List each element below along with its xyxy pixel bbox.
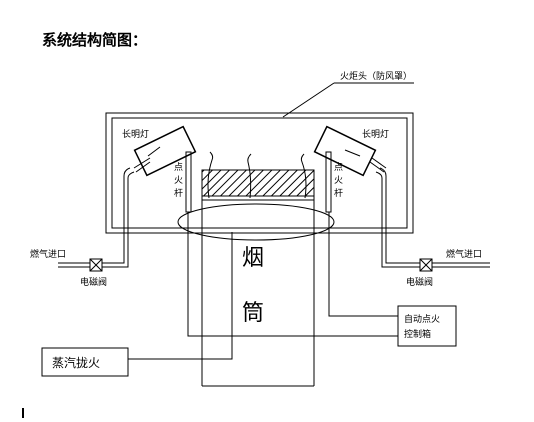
chimney-label-bottom: 筒 — [242, 301, 264, 326]
auto-ignition-control-box: 自动点火 控制箱 — [397, 305, 457, 347]
steam-ignition-label: 蒸汽拢火 — [52, 355, 100, 370]
svg-text:杆: 杆 — [334, 187, 343, 199]
burner-hatched-block — [201, 169, 315, 197]
flame-lines — [207, 151, 307, 199]
svg-text:点: 点 — [334, 162, 343, 173]
solenoid-valve-right-label: 电磁阀 — [406, 276, 433, 288]
steam-ignition-box: 蒸汽拢火 — [41, 347, 129, 377]
svg-text:点: 点 — [174, 162, 183, 173]
torch-head-label-group: 火炬头（防风罩） — [282, 70, 414, 118]
pilot-light-left: 长明灯 — [122, 125, 197, 177]
svg-text:火: 火 — [174, 175, 183, 186]
gas-pipe-right — [375, 167, 490, 268]
svg-text:火: 火 — [334, 175, 343, 186]
diagram-title: 系统结构简图： — [42, 31, 147, 49]
solenoid-valve-left — [89, 258, 103, 272]
pilot-light-right: 长明灯 — [313, 125, 389, 177]
gas-inlet-left-label: 燃气进口 — [30, 248, 66, 260]
ignition-ring — [177, 203, 335, 241]
torch-head-box — [105, 112, 414, 234]
solenoid-valve-left-label: 电磁阀 — [80, 276, 107, 288]
auto-ignition-label-line1: 自动点火 — [404, 313, 440, 325]
igniter-right-label: 点 火 杆 — [334, 162, 343, 199]
chimney — [201, 196, 315, 387]
igniter-rod-right — [325, 151, 332, 213]
torch-head-label: 火炬头（防风罩） — [340, 70, 412, 82]
igniter-rod-left — [185, 151, 192, 213]
chimney-label-top: 烟 — [242, 246, 264, 271]
control-wiring — [187, 212, 398, 337]
cursor-mark — [22, 408, 24, 418]
gas-pipe-left — [58, 167, 135, 268]
igniter-left-label: 点 火 杆 — [174, 162, 183, 199]
solenoid-valve-right — [419, 258, 433, 272]
svg-text:杆: 杆 — [174, 187, 183, 199]
gas-inlet-right-label: 燃气进口 — [446, 248, 482, 260]
auto-ignition-label-line2: 控制箱 — [404, 328, 431, 340]
pilot-light-left-label: 长明灯 — [122, 128, 149, 140]
pilot-light-right-label: 长明灯 — [362, 128, 389, 140]
steam-pipe — [128, 232, 233, 360]
